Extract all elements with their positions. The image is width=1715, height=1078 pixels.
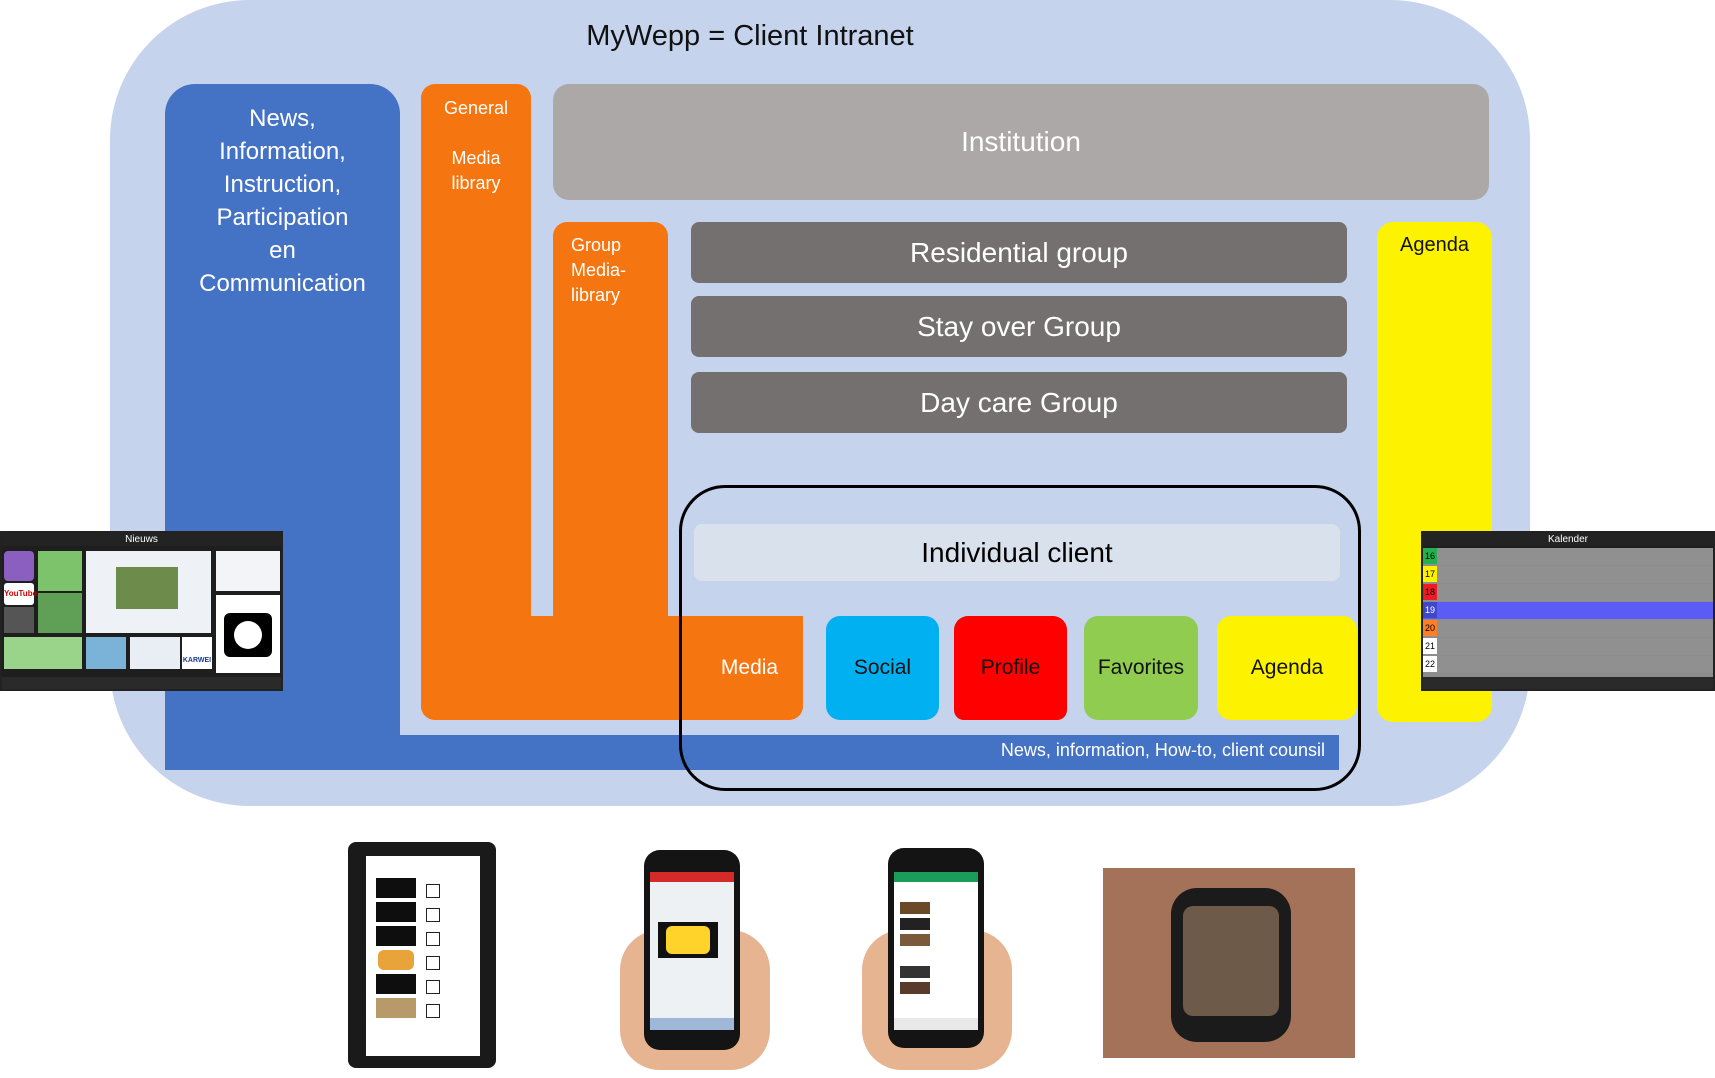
calendar-row-selected: 19 xyxy=(1423,602,1713,619)
calendar-row: 17 xyxy=(1423,566,1713,583)
agenda-item-photo xyxy=(900,966,930,978)
individual-client-outline xyxy=(679,485,1361,791)
pictogram-icon xyxy=(376,902,416,922)
calendar-app-screenshot: Kalender 16 17 18 19 20 21 22 xyxy=(1421,531,1715,691)
checkbox xyxy=(426,884,440,898)
residential-group-bar: Residential group xyxy=(691,222,1347,283)
message-image-content xyxy=(666,926,710,954)
youtube-icon: YouTube xyxy=(4,583,37,605)
pictogram-icon xyxy=(376,878,416,898)
fruit-icon xyxy=(378,950,414,970)
news-app-footer xyxy=(2,677,281,689)
calendar-grid: 16 17 18 19 20 21 22 xyxy=(1423,548,1713,678)
pictogram-icon xyxy=(376,974,416,994)
phone-toolbar xyxy=(894,1018,978,1030)
checkbox xyxy=(426,908,440,922)
news-app-tile xyxy=(216,595,280,673)
checkbox xyxy=(426,1004,440,1018)
general-media-line: General xyxy=(443,98,509,118)
phone-toolbar xyxy=(650,1018,734,1030)
calendar-day: 22 xyxy=(1423,656,1437,672)
message-image xyxy=(658,922,718,958)
calendar-app-footer xyxy=(1423,677,1713,689)
spacer xyxy=(421,121,531,146)
news-column-line: en xyxy=(269,237,296,264)
general-media-line: Media xyxy=(451,148,501,168)
calendar-row: 21 xyxy=(1423,638,1713,655)
calendar-row: 22 xyxy=(1423,656,1713,673)
tile-media: Media xyxy=(696,616,803,720)
croissant-shape xyxy=(234,621,262,649)
news-app-tile xyxy=(130,637,180,669)
tile-favorites: Favorites xyxy=(1084,616,1198,720)
news-app-tile xyxy=(4,637,82,669)
agenda-item-photo xyxy=(900,934,930,946)
news-app-tile xyxy=(4,607,34,633)
news-app-article xyxy=(86,551,211,633)
news-app-tile xyxy=(86,637,126,669)
news-bar xyxy=(165,735,1339,770)
group-media-line: Group xyxy=(571,235,622,255)
checkbox xyxy=(426,980,440,994)
news-column-line: Information, xyxy=(219,138,346,165)
diagram-title: MyWepp = Client Intranet xyxy=(586,20,914,52)
individual-client-label: Individual client xyxy=(694,524,1340,581)
institution-box: Institution xyxy=(553,84,1489,200)
tile-agenda: Agenda xyxy=(1217,616,1357,720)
group-media-library-label: Group Media- library xyxy=(571,233,666,308)
article-photo xyxy=(116,567,178,609)
phone-social-screen xyxy=(650,872,734,1030)
croissant-icon xyxy=(224,613,272,657)
phone-header xyxy=(894,872,978,882)
news-app-tile xyxy=(38,551,82,591)
calendar-row: 16 xyxy=(1423,548,1713,565)
day-care-group-bar: Day care Group xyxy=(691,372,1347,433)
checkbox xyxy=(426,956,440,970)
pictogram-icon xyxy=(376,926,416,946)
general-media-line: library xyxy=(451,173,501,193)
news-app-screenshot: Nieuws YouTube KARWEI xyxy=(0,531,283,691)
calendar-day: 16 xyxy=(1423,548,1437,564)
news-app-tile xyxy=(38,593,82,633)
news-app-tile xyxy=(216,551,280,591)
news-column-line: News, xyxy=(249,105,316,132)
phone-agenda-screen xyxy=(894,872,978,1030)
phone-header xyxy=(650,872,734,882)
group-media-line: library xyxy=(571,285,621,305)
agenda-column-label: Agenda xyxy=(1400,234,1469,256)
stay-over-group-bar: Stay over Group xyxy=(691,296,1347,357)
calendar-row: 20 xyxy=(1423,620,1713,637)
news-column-line: Communication xyxy=(199,270,366,297)
agenda-item-photo xyxy=(900,982,930,994)
news-column-line: Instruction, xyxy=(223,171,342,198)
general-media-library-column xyxy=(421,84,531,720)
checkbox xyxy=(426,932,440,946)
news-bar-label: News, information, How-to, client counsi… xyxy=(1000,740,1325,760)
agenda-item-photo xyxy=(900,902,930,914)
calendar-day: 21 xyxy=(1423,638,1437,654)
calendar-day: 17 xyxy=(1423,566,1437,582)
food-photo-icon xyxy=(376,998,416,1018)
smartwatch-screen xyxy=(1183,906,1279,1016)
general-media-library-label: General Media library xyxy=(421,96,531,196)
calendar-day: 20 xyxy=(1423,620,1437,636)
smartwatch-photo xyxy=(1103,868,1355,1058)
calendar-day: 19 xyxy=(1423,602,1437,618)
tile-social: Social xyxy=(826,616,939,720)
calendar-app-header: Kalender xyxy=(1423,533,1713,546)
group-media-library-column xyxy=(553,222,668,620)
karwei-logo: KARWEI xyxy=(182,637,212,669)
agenda-item-photo xyxy=(900,918,930,930)
tablet-screen xyxy=(366,856,480,1056)
tile-profile: Profile xyxy=(954,616,1067,720)
news-column-line: Participation xyxy=(216,204,349,231)
news-app-header: Nieuws xyxy=(2,533,281,546)
group-media-line: Media- xyxy=(571,260,627,280)
smartwatch-body xyxy=(1171,888,1291,1042)
news-column-text: News, Information, Instruction, Particip… xyxy=(165,102,400,300)
calendar-row: 18 xyxy=(1423,584,1713,601)
news-app-tile xyxy=(4,551,34,581)
calendar-day: 18 xyxy=(1423,584,1437,600)
